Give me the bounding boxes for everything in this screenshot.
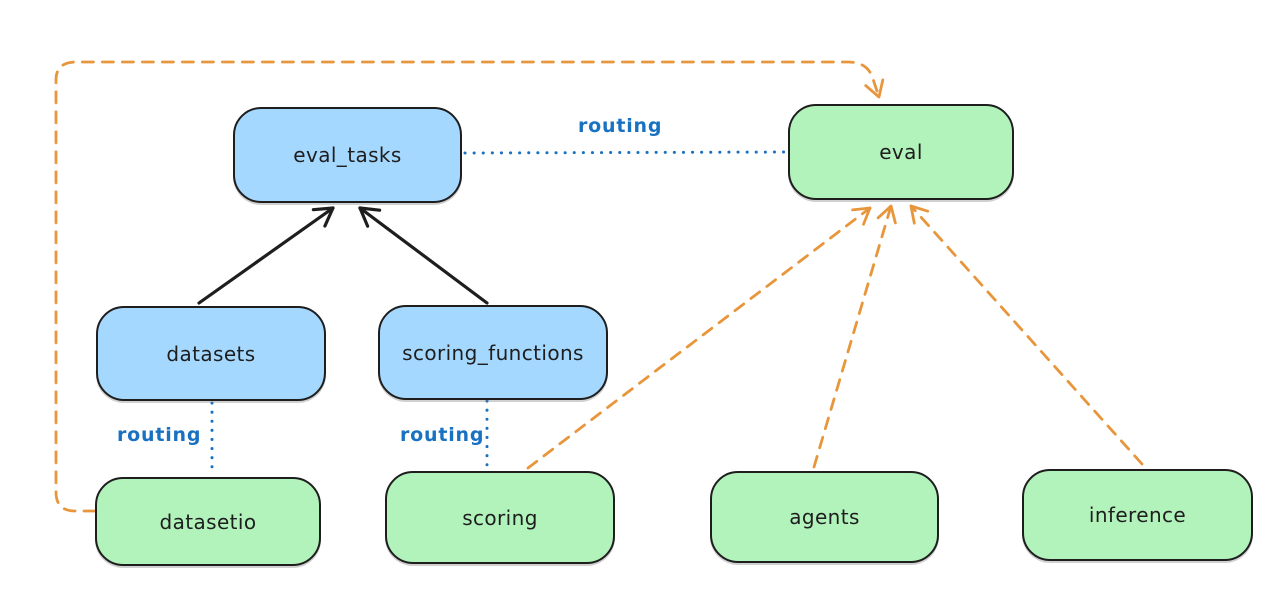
node-datasetio: datasetio bbox=[95, 477, 321, 566]
node-eval: eval bbox=[788, 104, 1014, 200]
node-scoring: scoring bbox=[385, 471, 615, 564]
node-inference: inference bbox=[1022, 469, 1253, 561]
node-datasets: datasets bbox=[96, 306, 326, 401]
node-scoring-functions: scoring_functions bbox=[378, 305, 608, 400]
node-eval-label: eval bbox=[879, 140, 923, 164]
node-scoring-functions-label: scoring_functions bbox=[402, 340, 584, 365]
node-datasetio-label: datasetio bbox=[159, 509, 257, 534]
node-agents-label: agents bbox=[789, 505, 860, 529]
node-scoring-label: scoring bbox=[462, 505, 538, 530]
edge-agents-to-eval bbox=[812, 204, 897, 469]
edge-label-routing-eval-tasks-eval: routing bbox=[578, 115, 663, 137]
edge-datasets-to-eval-tasks bbox=[197, 206, 335, 305]
edge-eval-tasks-to-eval-routing bbox=[463, 150, 788, 155]
edge-inference-to-eval bbox=[909, 204, 1144, 466]
node-inference-label: inference bbox=[1088, 503, 1187, 527]
edge-label-routing-scoring-functions-scoring: routing bbox=[400, 424, 485, 446]
node-eval-tasks-label: eval_tasks bbox=[293, 143, 402, 167]
node-datasets-label: datasets bbox=[166, 341, 256, 366]
node-eval-tasks: eval_tasks bbox=[233, 107, 462, 203]
node-agents: agents bbox=[710, 471, 939, 563]
edge-scoring-functions-to-eval-tasks bbox=[358, 206, 489, 305]
edge-label-routing-datasets-datasetio: routing bbox=[117, 424, 202, 446]
